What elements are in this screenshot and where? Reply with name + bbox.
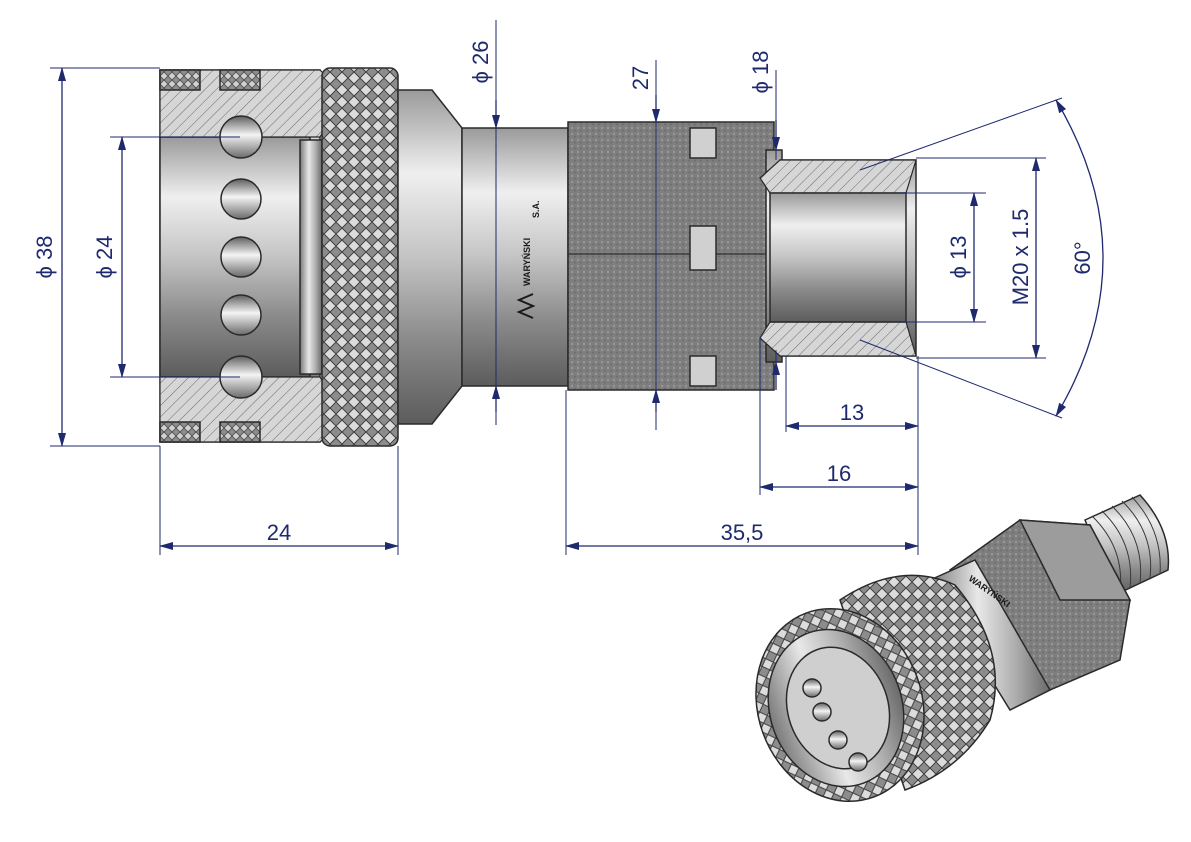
brand-suffix: S.A.	[531, 200, 541, 218]
thread-section-top	[759, 159, 917, 194]
thread-section-bottom	[759, 321, 917, 357]
dim-thread: M20 x 1.5	[1008, 209, 1033, 306]
dim-d18: ϕ 18	[748, 51, 773, 94]
iso-ball	[848, 752, 868, 772]
coupling-side-view: WARYŃSKI S.A.	[159, 67, 917, 447]
dim-angle: 60°	[1070, 241, 1095, 274]
knurled-collar	[321, 67, 399, 447]
locking-ball	[220, 178, 262, 220]
dim-d13: ϕ 13	[946, 236, 971, 279]
dimension-labels: ϕ 38 ϕ 24 ϕ 26 27 ϕ 18 ϕ 13 M20 x 1.5 60…	[32, 41, 1095, 545]
dim-len24: 24	[267, 520, 291, 545]
locking-ball	[220, 236, 262, 278]
taper-neck	[397, 89, 463, 425]
shaft	[461, 127, 569, 387]
coupling-3d-view: WARYŃSKI	[755, 494, 1170, 803]
dimension-lines	[58, 67, 1104, 550]
brand-name: WARYŃSKI	[522, 238, 532, 286]
iso-ball	[828, 730, 848, 750]
knurl-band-mid-bottom	[219, 421, 261, 443]
iso-hex-face	[1018, 519, 1132, 601]
dim-len35-5: 35,5	[721, 520, 764, 545]
iso-ball	[812, 702, 832, 722]
dim-d26: ϕ 26	[468, 41, 493, 84]
end-bore	[769, 192, 907, 323]
hex-flat	[689, 225, 717, 271]
dim-hex27: 27	[628, 66, 653, 90]
knurl-band-mid	[219, 69, 261, 91]
inner-seal	[299, 139, 323, 375]
hex-nut	[567, 121, 775, 391]
knurl-band-left-bottom	[159, 421, 201, 443]
hex-flat	[689, 355, 717, 387]
knurl-band-left	[159, 69, 201, 91]
locking-ball	[220, 294, 262, 336]
hex-flat	[689, 127, 717, 159]
dim-d24-bore: ϕ 24	[92, 236, 117, 279]
dim-len13: 13	[840, 400, 864, 425]
iso-ball	[802, 678, 822, 698]
dim-len16: 16	[827, 461, 851, 486]
brand-logo: WARYŃSKI S.A.	[516, 200, 541, 319]
dim-d38: ϕ 38	[32, 236, 57, 279]
